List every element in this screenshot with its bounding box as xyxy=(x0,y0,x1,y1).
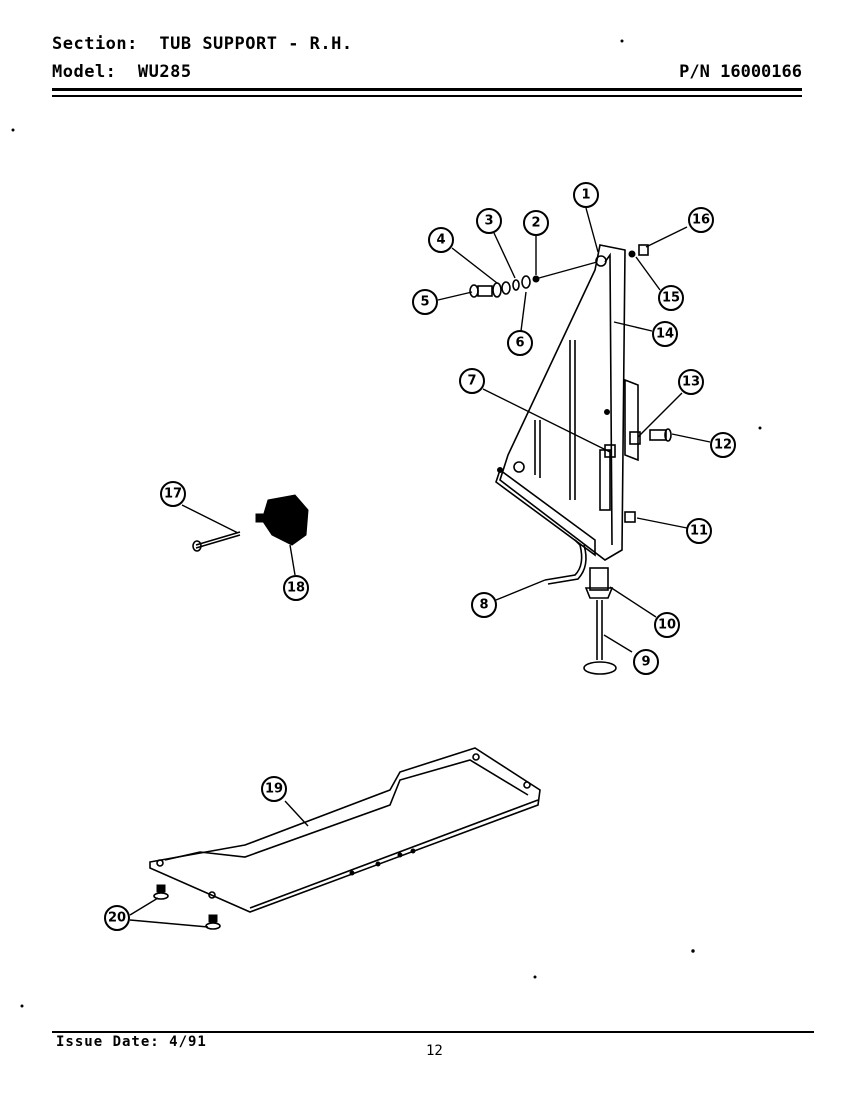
footer-rule xyxy=(52,1031,814,1033)
callout-13-label: 13 xyxy=(682,375,700,390)
callout-17: 17 xyxy=(160,481,186,507)
section-line: Section: TUB SUPPORT - R.H. xyxy=(52,34,353,54)
section-value: TUB SUPPORT - R.H. xyxy=(159,34,353,54)
callout-12: 12 xyxy=(710,432,736,458)
pivot-hardware-stack xyxy=(469,261,598,298)
scan-specks xyxy=(11,39,762,1008)
callout-4: 4 xyxy=(428,227,454,253)
header-rule-thick xyxy=(52,88,802,91)
callout-18: 18 xyxy=(283,575,309,601)
part-number: P/N 16000166 xyxy=(679,62,802,82)
callout-8: 8 xyxy=(471,592,497,618)
callout-6: 6 xyxy=(507,330,533,356)
callout-14: 14 xyxy=(652,321,678,347)
model-value: WU285 xyxy=(137,62,192,82)
section-label: Section: xyxy=(52,34,138,54)
model-line: Model: WU285 xyxy=(52,62,192,82)
callout-2: 2 xyxy=(523,210,549,236)
leveling-foot-assembly xyxy=(544,539,617,675)
base-plate xyxy=(149,747,541,913)
callout-10-label: 10 xyxy=(658,618,676,633)
callout-1-label: 1 xyxy=(581,188,590,203)
top-right-fastener xyxy=(628,244,649,258)
callout-5-label: 5 xyxy=(420,295,429,310)
callout-11-label: 11 xyxy=(690,524,708,539)
callout-11: 11 xyxy=(686,518,712,544)
base-plate-fasteners xyxy=(153,884,221,930)
callout-12-label: 12 xyxy=(714,438,732,453)
callout-20: 20 xyxy=(104,905,130,931)
callout-6-label: 6 xyxy=(515,336,524,351)
callout-16: 16 xyxy=(688,207,714,233)
page-number: 12 xyxy=(426,1043,443,1059)
callout-2-label: 2 xyxy=(531,216,540,231)
callout-15-label: 15 xyxy=(662,291,680,306)
callout-8-label: 8 xyxy=(479,598,488,613)
callout-3-label: 3 xyxy=(484,214,493,229)
callout-14-label: 14 xyxy=(656,327,674,342)
callout-15: 15 xyxy=(658,285,684,311)
callout-9-label: 9 xyxy=(641,655,650,670)
callout-10: 10 xyxy=(654,612,680,638)
side-fasteners xyxy=(604,428,672,523)
callout-20-label: 20 xyxy=(108,911,126,926)
callout-1: 1 xyxy=(573,182,599,208)
callout-4-label: 4 xyxy=(436,233,445,248)
callout-18-label: 18 xyxy=(287,581,305,596)
pivot-component xyxy=(192,494,309,552)
callout-9: 9 xyxy=(633,649,659,675)
callout-13: 13 xyxy=(678,369,704,395)
callout-5: 5 xyxy=(412,289,438,315)
callout-19: 19 xyxy=(261,776,287,802)
leader-lines xyxy=(129,207,711,928)
callout-7: 7 xyxy=(459,368,485,394)
callout-7-label: 7 xyxy=(467,374,476,389)
issue-date: Issue Date: 4/91 xyxy=(56,1034,207,1050)
callout-17-label: 17 xyxy=(164,487,182,502)
model-label: Model: xyxy=(52,62,117,82)
header-rule-thin xyxy=(52,95,802,97)
callout-16-label: 16 xyxy=(692,213,710,228)
callout-3: 3 xyxy=(476,208,502,234)
tub-support-bracket xyxy=(495,244,639,561)
callout-19-label: 19 xyxy=(265,782,283,797)
